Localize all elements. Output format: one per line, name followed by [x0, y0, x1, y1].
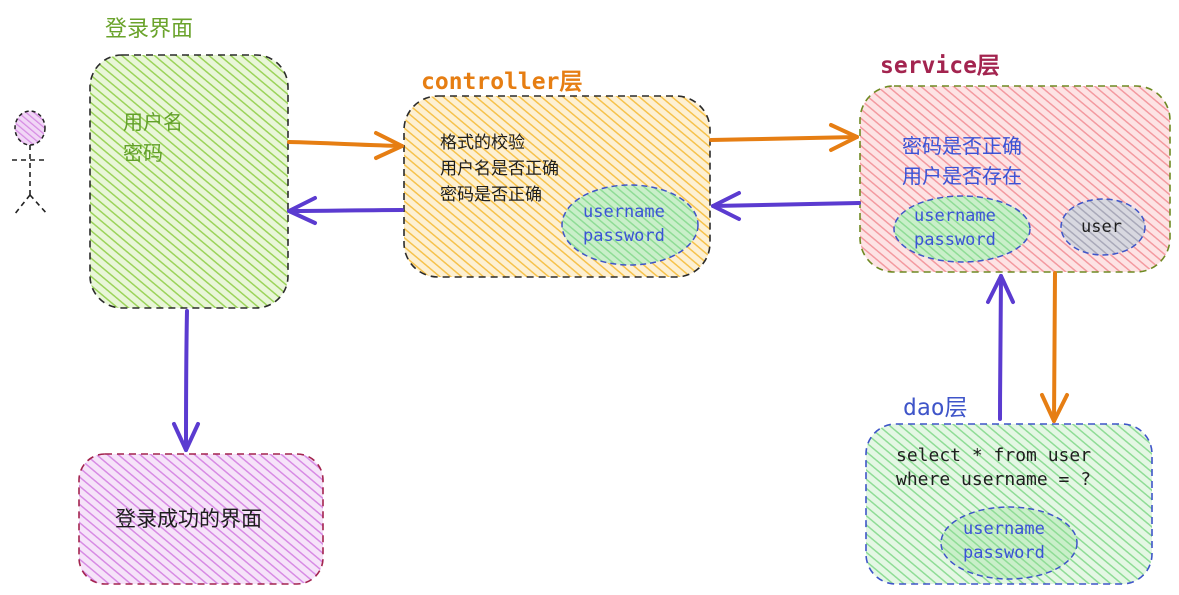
arrow-controller-to-service — [709, 123, 859, 152]
service-user-ellipse — [1060, 198, 1146, 256]
login-box — [89, 54, 289, 309]
dao-box — [865, 423, 1153, 585]
stick-figure-user-icon — [12, 110, 49, 216]
login-title: 登录界面 — [105, 17, 194, 42]
controller-ellipse-username: username — [583, 202, 665, 222]
controller-title: controller层 — [421, 69, 583, 95]
controller-check-password: 密码是否正确 — [440, 185, 542, 205]
arrow-service-to-dao — [1040, 271, 1069, 423]
controller-check-username: 用户名是否正确 — [440, 159, 559, 179]
login-success-box — [78, 453, 324, 585]
arrow-dao-to-service — [986, 274, 1015, 421]
login-username-label: 用户名 — [123, 110, 183, 134]
dao-sql-line1: select * from user — [896, 445, 1092, 466]
service-ellipse-username: username — [914, 206, 996, 226]
arrow-service-to-controller — [711, 191, 861, 221]
service-credentials-ellipse — [893, 195, 1031, 263]
arrow-login-to-success — [172, 309, 200, 452]
dao-title: dao层 — [903, 395, 968, 421]
dao-credentials-ellipse — [940, 506, 1078, 580]
controller-check-format: 格式的校验 — [440, 133, 525, 153]
dao-sql-line2: where username = ? — [896, 469, 1092, 490]
arrow-login-to-controller — [287, 131, 404, 160]
service-check-password: 密码是否正确 — [902, 134, 1022, 158]
controller-credentials-ellipse — [561, 184, 699, 266]
service-title: service层 — [880, 53, 1000, 79]
service-check-user-exists: 用户是否存在 — [902, 164, 1022, 188]
dao-ellipse-password: password — [963, 543, 1045, 563]
controller-ellipse-password: password — [583, 226, 665, 246]
service-ellipse-password: password — [914, 230, 996, 250]
login-success-label: 登录成功的界面 — [115, 507, 262, 531]
arrow-controller-to-login — [287, 196, 404, 225]
login-password-label: 密码 — [123, 141, 163, 165]
service-user-label: user — [1081, 217, 1122, 237]
dao-ellipse-username: username — [963, 519, 1045, 539]
